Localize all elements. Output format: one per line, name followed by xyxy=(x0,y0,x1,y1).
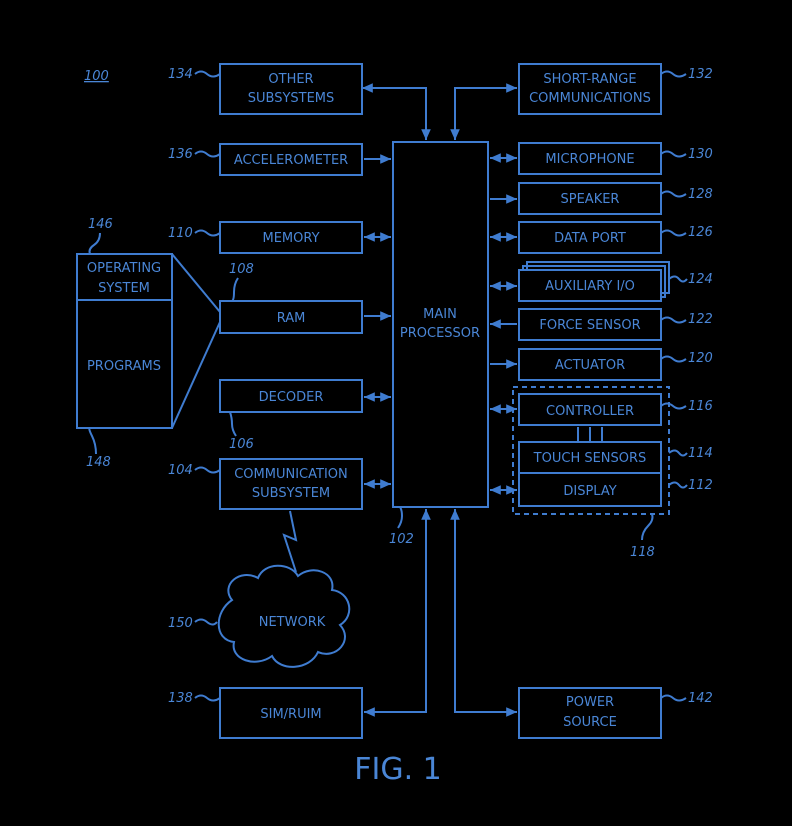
ref-118: 118 xyxy=(630,545,655,560)
actuator-label: ACTUATOR xyxy=(555,358,625,373)
programs-label: PROGRAMS xyxy=(87,359,161,374)
auxiliary-io-block: AUXILIARY I/O xyxy=(518,261,670,302)
speaker-block: SPEAKER xyxy=(518,182,662,215)
ref-122: 122 xyxy=(688,312,713,327)
sim-ruim-label: SIM/RUIM xyxy=(260,707,321,722)
ref-132: 132 xyxy=(688,67,713,82)
communication-line1: COMMUNICATION xyxy=(234,467,348,482)
touch-sensors-label: TOUCH SENSORS xyxy=(533,451,647,466)
ref-136: 136 xyxy=(168,147,193,162)
ref-110: 110 xyxy=(168,226,193,241)
figure-caption: FIG. 1 xyxy=(354,752,442,787)
ref-142: 142 xyxy=(688,691,713,706)
ref-134: 134 xyxy=(168,67,193,82)
wireless-link-icon xyxy=(282,510,298,573)
network-label: NETWORK xyxy=(259,615,326,630)
ram-label: RAM xyxy=(277,311,306,326)
power-source-block: POWER SOURCE xyxy=(518,687,662,739)
microphone-block: MICROPHONE xyxy=(518,142,662,175)
force-sensor-block: FORCE SENSOR xyxy=(518,308,662,341)
other-subsystems-line2: SUBSYSTEMS xyxy=(248,91,335,106)
ref-124: 124 xyxy=(688,272,713,287)
ref-112: 112 xyxy=(688,478,713,493)
display-label: DISPLAY xyxy=(563,484,616,499)
data-port-label: DATA PORT xyxy=(554,231,626,246)
ref-114: 114 xyxy=(688,446,713,461)
os-line1: OPERATING xyxy=(87,261,161,276)
microphone-label: MICROPHONE xyxy=(545,152,634,167)
decoder-label: DECODER xyxy=(259,390,324,405)
touch-display-group: CONTROLLER TOUCH SENSORS DISPLAY xyxy=(512,386,670,515)
main-processor-block: MAIN PROCESSOR xyxy=(392,141,489,508)
main-processor-line2: PROCESSOR xyxy=(400,326,480,341)
ref-128: 128 xyxy=(688,187,713,202)
auxiliary-io-label: AUXILIARY I/O xyxy=(545,279,635,294)
os-programs-block: OPERATING SYSTEM PROGRAMS xyxy=(76,253,173,429)
communication-subsystem-block: COMMUNICATION SUBSYSTEM xyxy=(219,458,363,510)
short-range-line1: SHORT-RANGE xyxy=(543,72,636,87)
ref-102: 102 xyxy=(389,532,414,547)
ref-146: 146 xyxy=(88,217,113,232)
ref-104: 104 xyxy=(168,463,193,478)
ref-108: 108 xyxy=(229,262,254,277)
os-line2: SYSTEM xyxy=(98,281,150,296)
figure-ref-label: 100 xyxy=(84,69,109,84)
ref-126: 126 xyxy=(688,225,713,240)
memory-label: MEMORY xyxy=(262,231,319,246)
controller-label: CONTROLLER xyxy=(546,404,634,419)
ram-block: RAM xyxy=(219,300,363,334)
data-port-block: DATA PORT xyxy=(518,221,662,254)
accelerometer-label: ACCELEROMETER xyxy=(234,153,348,168)
short-range-communications-block: SHORT-RANGE COMMUNICATIONS xyxy=(518,63,662,115)
communication-line2: SUBSYSTEM xyxy=(252,486,330,501)
actuator-block: ACTUATOR xyxy=(518,348,662,381)
ref-120: 120 xyxy=(688,351,713,366)
memory-block: MEMORY xyxy=(219,221,363,254)
sim-ruim-block: SIM/RUIM xyxy=(219,687,363,739)
power-source-line1: POWER xyxy=(566,695,614,710)
ref-138: 138 xyxy=(168,691,193,706)
other-subsystems-line1: OTHER xyxy=(268,72,313,87)
accelerometer-block: ACCELEROMETER xyxy=(219,143,363,176)
ref-106: 106 xyxy=(229,437,254,452)
decoder-block: DECODER xyxy=(219,379,363,413)
ref-116: 116 xyxy=(688,399,713,414)
ref-130: 130 xyxy=(688,147,713,162)
ref-150: 150 xyxy=(168,616,193,631)
speaker-label: SPEAKER xyxy=(561,192,620,207)
main-processor-line1: MAIN xyxy=(423,307,457,322)
force-sensor-label: FORCE SENSOR xyxy=(539,318,640,333)
ref-148: 148 xyxy=(86,455,111,470)
network-cloud: NETWORK xyxy=(217,564,351,668)
other-subsystems-block: OTHER SUBSYSTEMS xyxy=(219,63,363,115)
power-source-line2: SOURCE xyxy=(563,715,617,730)
short-range-line2: COMMUNICATIONS xyxy=(529,91,651,106)
